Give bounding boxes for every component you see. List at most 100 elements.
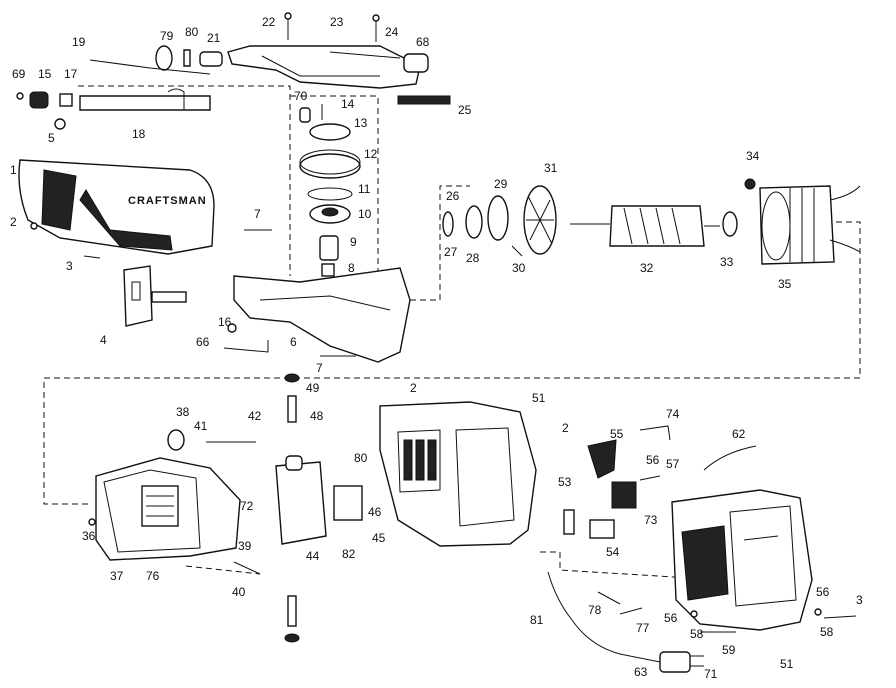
part-74-bracket xyxy=(639,425,671,441)
part-28-bearing xyxy=(465,205,483,239)
callout-c17: 17 xyxy=(64,67,78,81)
callout-c53: 53 xyxy=(558,475,572,489)
part-26-washer xyxy=(442,211,454,237)
callout-c73: 73 xyxy=(644,513,658,527)
part-33-bearing xyxy=(722,211,738,237)
part-18-plunger xyxy=(79,95,211,111)
callout-c13: 13 xyxy=(354,116,368,130)
gear-case xyxy=(223,267,411,363)
callout-c63: 63 xyxy=(634,665,648,679)
callout-c57: 57 xyxy=(666,457,680,471)
callout-c71: 71 xyxy=(704,667,718,681)
callout-c8: 8 xyxy=(348,261,355,275)
callout-c66: 66 xyxy=(196,335,210,349)
callout-c22: 22 xyxy=(262,15,276,29)
part-57-screw xyxy=(639,475,661,481)
part-5-washer xyxy=(54,118,66,130)
callout-c54: 54 xyxy=(606,545,620,559)
callout-c2a: 2 xyxy=(10,215,17,229)
part-40-spring xyxy=(233,561,261,575)
callout-c4: 4 xyxy=(100,333,107,347)
callout-c72: 72 xyxy=(240,499,254,513)
part-53-lever xyxy=(563,509,575,535)
callout-c46: 46 xyxy=(368,505,382,519)
blade-clamp-assembly xyxy=(16,88,451,130)
callout-c49: 49 xyxy=(306,381,320,395)
callout-c21: 21 xyxy=(207,31,221,45)
callout-c19: 19 xyxy=(72,35,86,49)
switch-parts xyxy=(563,425,757,539)
callout-c35: 35 xyxy=(778,277,792,291)
part-71-plug xyxy=(659,651,691,673)
part-62-spring xyxy=(703,445,757,471)
callout-c78: 78 xyxy=(588,603,602,617)
part-29-fan-plate xyxy=(487,195,509,241)
part-8-pin xyxy=(321,263,335,277)
front-nose-housing: CRAFTSMAN xyxy=(18,159,215,259)
callout-c29: 29 xyxy=(494,177,508,191)
part-19-wire xyxy=(89,59,211,75)
callout-c55: 55 xyxy=(610,427,624,441)
callout-c14: 14 xyxy=(341,97,355,111)
power-cord xyxy=(547,571,857,673)
part-25-blade-arrow xyxy=(397,95,451,105)
part-54-switch xyxy=(589,519,615,539)
callout-c40: 40 xyxy=(232,585,246,599)
motor-housing xyxy=(88,429,261,575)
callout-c27: 27 xyxy=(444,245,458,259)
callout-c59: 59 xyxy=(722,643,736,657)
part-15-clamp xyxy=(29,91,49,109)
part-66-wrench xyxy=(223,340,269,353)
handle-right-half xyxy=(671,489,813,631)
callout-c41: 41 xyxy=(194,419,208,433)
callout-c70: 70 xyxy=(294,89,308,103)
callout-c56c: 56 xyxy=(816,585,830,599)
part-3b-screw xyxy=(823,615,857,619)
callout-c23: 23 xyxy=(330,15,344,29)
callout-c25: 25 xyxy=(458,103,472,117)
callout-c24: 24 xyxy=(385,25,399,39)
callout-c36: 36 xyxy=(82,529,96,543)
callout-c1: 1 xyxy=(10,163,17,177)
callout-c34: 34 xyxy=(746,149,760,163)
callout-c79: 79 xyxy=(160,29,174,43)
callout-c9: 9 xyxy=(350,235,357,249)
callout-c58b: 58 xyxy=(820,625,834,639)
callout-c45: 45 xyxy=(372,531,386,545)
callout-c58a: 58 xyxy=(690,627,704,641)
part-80-clip xyxy=(183,49,191,67)
callout-c2c: 2 xyxy=(562,421,569,435)
callout-c80b: 80 xyxy=(354,451,368,465)
callout-c56b: 56 xyxy=(664,611,678,625)
brand-logo-text: CRAFTSMAN xyxy=(128,195,207,207)
callout-c69: 69 xyxy=(12,67,26,81)
part-16-nut xyxy=(227,323,237,333)
part-77-screw xyxy=(619,607,643,615)
motor-field xyxy=(744,178,861,265)
callout-c28: 28 xyxy=(466,251,480,265)
callout-c5: 5 xyxy=(48,131,55,145)
callout-c38: 38 xyxy=(176,405,190,419)
part-49-cap xyxy=(284,373,300,383)
callout-c77: 77 xyxy=(636,621,650,635)
callout-c56a: 56 xyxy=(646,453,660,467)
part-bottom-spring xyxy=(287,595,297,627)
callout-c12: 12 xyxy=(364,147,378,161)
callout-c30: 30 xyxy=(512,261,526,275)
blade-guard-plate xyxy=(123,265,187,327)
part-70-pin xyxy=(299,107,311,123)
part-34-nut xyxy=(744,178,756,190)
gear-housing-top xyxy=(89,12,429,89)
callout-c6: 6 xyxy=(290,335,297,349)
callout-c15: 15 xyxy=(38,67,52,81)
callout-c7a: 7 xyxy=(254,207,261,221)
callout-c32: 32 xyxy=(640,261,654,275)
part-13-cam xyxy=(309,123,351,141)
callout-c68: 68 xyxy=(416,35,430,49)
callout-c37: 37 xyxy=(110,569,124,583)
callout-c74: 74 xyxy=(666,407,680,421)
callout-c80a: 80 xyxy=(185,25,199,39)
callout-c51a: 51 xyxy=(532,391,546,405)
part-69-screw xyxy=(16,92,24,100)
callout-c44: 44 xyxy=(306,549,320,563)
